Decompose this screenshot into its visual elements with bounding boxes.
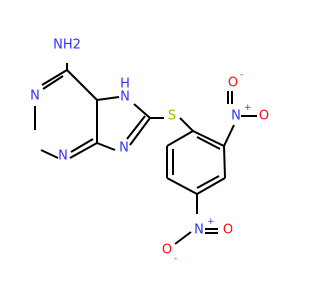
sulfur-label: S (168, 109, 176, 124)
imidazole-ring (96, 96, 151, 151)
thioether-link (150, 117, 194, 132)
nitro-a-otop-minus-label: - (240, 70, 243, 80)
pyrimidine-ring (34, 63, 98, 159)
bond-c5-c6 (66, 69, 98, 101)
n1-label: N (30, 89, 40, 104)
nitro-b-oleft-minus-label: - (174, 254, 177, 264)
nitro-a-oright-label: O (259, 109, 269, 124)
bond-no2-b-oleft (174, 231, 192, 245)
bond-n3-c4 (69, 142, 98, 159)
n7-label: N (120, 90, 130, 105)
nitro-a-otop-label: O (228, 76, 238, 91)
nitro-b-plus-label: + (207, 217, 215, 227)
nitro-a-plus-label: + (244, 103, 252, 113)
amine-label: NH2 (53, 38, 81, 53)
bond-c1-c2 (192, 130, 225, 147)
bond-c6-n1 (41, 69, 68, 86)
bond-c8-n9 (129, 117, 151, 146)
nitro-b-n-label: N (194, 223, 204, 238)
n3-label: N (58, 149, 68, 164)
bond-n9-c4 (96, 142, 116, 151)
bond-c2-c3 (223, 145, 226, 179)
molecule-structure: NH2 N N H N N S N + O - O N + O - O (30, 38, 269, 265)
nitro-group-a (223, 91, 257, 147)
bond-c3-c4-inner (196, 175, 220, 189)
benzene-ring (166, 130, 226, 195)
nitro-a-n-label: N (231, 109, 241, 124)
bond-s-ring (179, 117, 194, 132)
bond-c4-c5 (166, 177, 198, 195)
bond-c8-n9-inner (126, 115, 146, 140)
bond-c1-c2-inner (196, 136, 221, 150)
nitro-b-oright-label: O (223, 223, 233, 238)
bond-c3-c4 (196, 177, 226, 195)
n7h-label: H (120, 77, 130, 92)
bond-c6-n1-inner (42, 75, 64, 90)
bond-c6-c1 (166, 130, 194, 147)
bond-c5-n7 (96, 96, 120, 101)
nitro-b-oleft-label: O (162, 243, 172, 258)
bond-c2-n3 (40, 149, 59, 159)
nitro-group-b (174, 194, 218, 245)
bond-n3-c4-inner (70, 138, 94, 153)
n9-label: N (119, 141, 129, 156)
bond-ring-no2-a (223, 124, 235, 147)
bond-n7-c8 (133, 103, 151, 119)
